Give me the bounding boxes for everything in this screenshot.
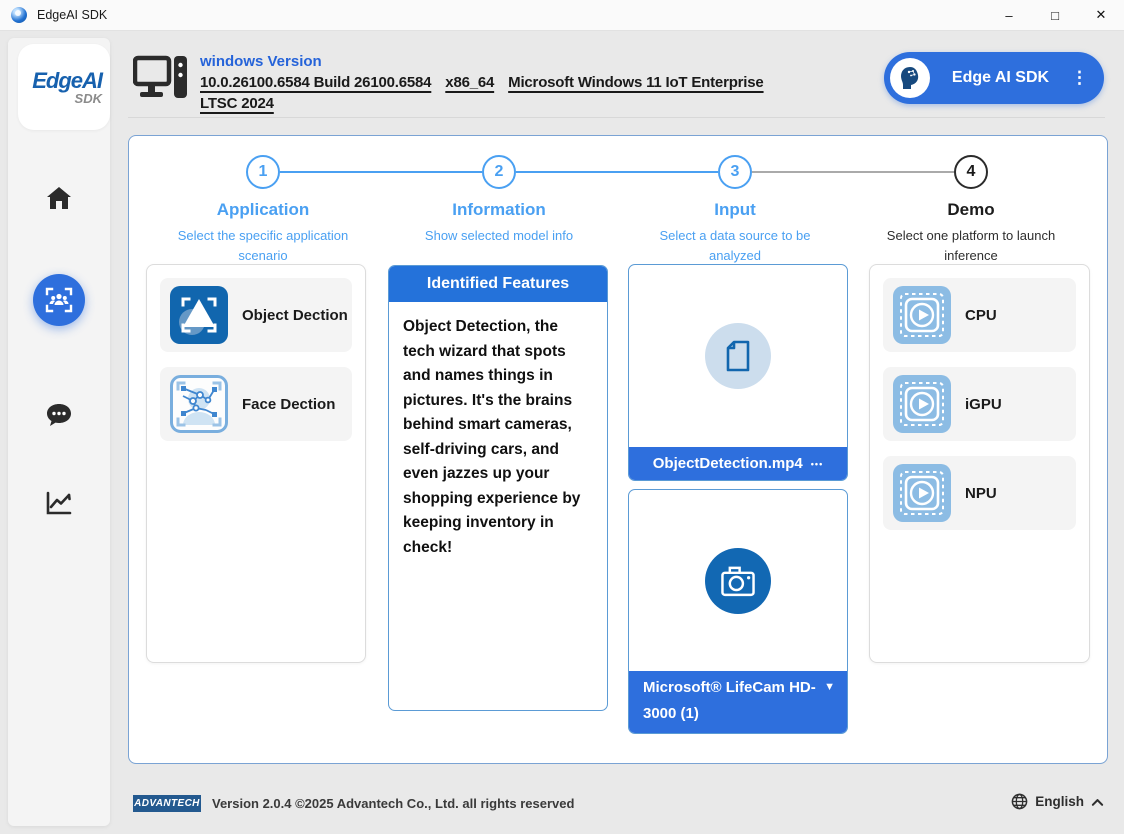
maximize-button[interactable]: □ [1051, 7, 1059, 23]
identified-features-header: Identified Features [389, 266, 607, 302]
platform-option-igpu[interactable]: iGPU [883, 367, 1076, 441]
advantech-logo: ADVANTECH [133, 795, 201, 812]
face-detection-icon [170, 375, 228, 433]
platform-label: iGPU [965, 395, 1002, 413]
platform-label: CPU [965, 306, 997, 324]
camera-icon [721, 566, 755, 596]
npu-chip-play-icon [893, 464, 951, 522]
step-2-subtitle: Show selected model info [424, 228, 574, 243]
dropdown-arrow-icon[interactable]: ▼ [824, 681, 835, 693]
minimize-button[interactable]: – [1005, 7, 1013, 23]
system-info: windows Version 10.0.26100.6584 Build 26… [200, 51, 785, 114]
edge-ai-sdk-button[interactable]: Edge AI SDK ⋮ [884, 52, 1104, 104]
igpu-chip-play-icon [893, 375, 951, 433]
application-option-face-detection[interactable]: Face Dection [160, 367, 352, 441]
sidebar-item-detection[interactable] [8, 274, 110, 326]
brain-icon [901, 67, 919, 89]
sidebar-logo: EdgeAI SDK [18, 44, 110, 130]
step-3-circle[interactable]: 3 [718, 155, 752, 189]
chevron-up-icon [1091, 798, 1104, 806]
input-video-card[interactable]: ObjectDetection.mp4 ••• [628, 264, 848, 481]
video-source-label: ObjectDetection.mp4 [652, 455, 803, 472]
information-panel: Identified Features Object Detection, th… [388, 265, 608, 711]
camera-source-label: Microsoft® LifeCam HD-3000 (1) [643, 679, 816, 722]
step-connector-2-3 [516, 171, 718, 173]
sidebar-item-chat[interactable] [8, 402, 110, 428]
option-label: Face Dection [242, 395, 336, 413]
step-2-title: Information [452, 200, 546, 219]
step-2-circle[interactable]: 2 [482, 155, 516, 189]
file-icon-background [705, 323, 771, 389]
step-3-subtitle: Select a data source to be analyzed [659, 228, 811, 263]
face-scan-icon [45, 287, 73, 313]
step-4-subtitle: Select one platform to launch inference [886, 228, 1056, 263]
sidebar: EdgeAI SDK [8, 38, 110, 826]
sidebar-item-analytics[interactable] [8, 490, 110, 516]
step-1-number: 1 [258, 163, 268, 180]
avatar [890, 58, 930, 98]
step-1-title: Application [216, 200, 310, 219]
step-4-title: Demo [947, 200, 995, 219]
window-title: EdgeAI SDK [37, 8, 108, 22]
chat-icon [47, 404, 71, 426]
video-source-footer[interactable]: ObjectDetection.mp4 ••• [629, 447, 847, 480]
os-arch: x86_64 [445, 74, 495, 91]
input-camera-card[interactable]: Microsoft® LifeCam HD-3000 (1) ▼ [628, 489, 848, 734]
camera-source-footer[interactable]: Microsoft® LifeCam HD-3000 (1) ▼ [629, 671, 847, 733]
step-connector-1-2 [280, 171, 482, 173]
logo-text-edgeai: EdgeAI [32, 68, 103, 93]
step-4-number: 4 [966, 163, 976, 180]
edge-ai-sdk-label: Edge AI SDK [951, 69, 1050, 86]
step-1-circle[interactable]: 1 [246, 155, 280, 189]
close-button[interactable]: ✕ [1095, 7, 1107, 22]
step-3-title: Input [714, 200, 756, 219]
home-icon [47, 187, 71, 209]
demo-platform-panel: CPU iGPU NPU [869, 264, 1090, 663]
step-connector-3-4 [752, 171, 954, 173]
more-options-icon[interactable]: ••• [810, 458, 824, 469]
cpu-chip-play-icon [893, 286, 951, 344]
kebab-menu-icon[interactable]: ⋮ [1071, 68, 1088, 87]
header-divider [128, 117, 1105, 118]
platform-label: NPU [965, 484, 997, 502]
logo-text-sdk: SDK [74, 91, 102, 106]
video-file-icon [726, 340, 750, 372]
os-build: 10.0.26100.6584 Build 26100.6584 [200, 74, 432, 91]
step-3-number: 3 [730, 163, 740, 180]
language-label: English [1035, 794, 1084, 809]
line-chart-icon [46, 491, 72, 515]
language-switcher[interactable]: English [1011, 793, 1104, 810]
camera-icon-background [705, 547, 771, 614]
sidebar-item-home[interactable] [8, 185, 110, 211]
application-list-panel: Object Dection F [146, 264, 366, 663]
wizard-panel: 1 Application Select the specific applic… [128, 135, 1108, 764]
window-titlebar: EdgeAI SDK – □ ✕ [0, 0, 1124, 31]
application-option-object-detection[interactable]: Object Dection [160, 278, 352, 352]
platform-option-cpu[interactable]: CPU [883, 278, 1076, 352]
os-version-label: windows Version [200, 53, 322, 70]
detection-active-indicator [33, 274, 85, 326]
model-description: Object Detection, the tech wizard that s… [403, 318, 581, 556]
option-label: Object Dection [242, 306, 348, 324]
object-detection-icon [170, 286, 228, 344]
globe-icon [1011, 793, 1028, 810]
app-logo-icon [11, 7, 27, 23]
computer-icon [133, 55, 187, 98]
step-1-subtitle: Select the specific application scenario [177, 228, 349, 263]
platform-option-npu[interactable]: NPU [883, 456, 1076, 530]
step-2-number: 2 [494, 163, 504, 180]
os-name: Microsoft Windows 11 IoT Enterprise LTSC… [200, 74, 764, 112]
step-4-circle[interactable]: 4 [954, 155, 988, 189]
version-copyright: Version 2.0.4 ©2025 Advantech Co., Ltd. … [212, 796, 575, 811]
